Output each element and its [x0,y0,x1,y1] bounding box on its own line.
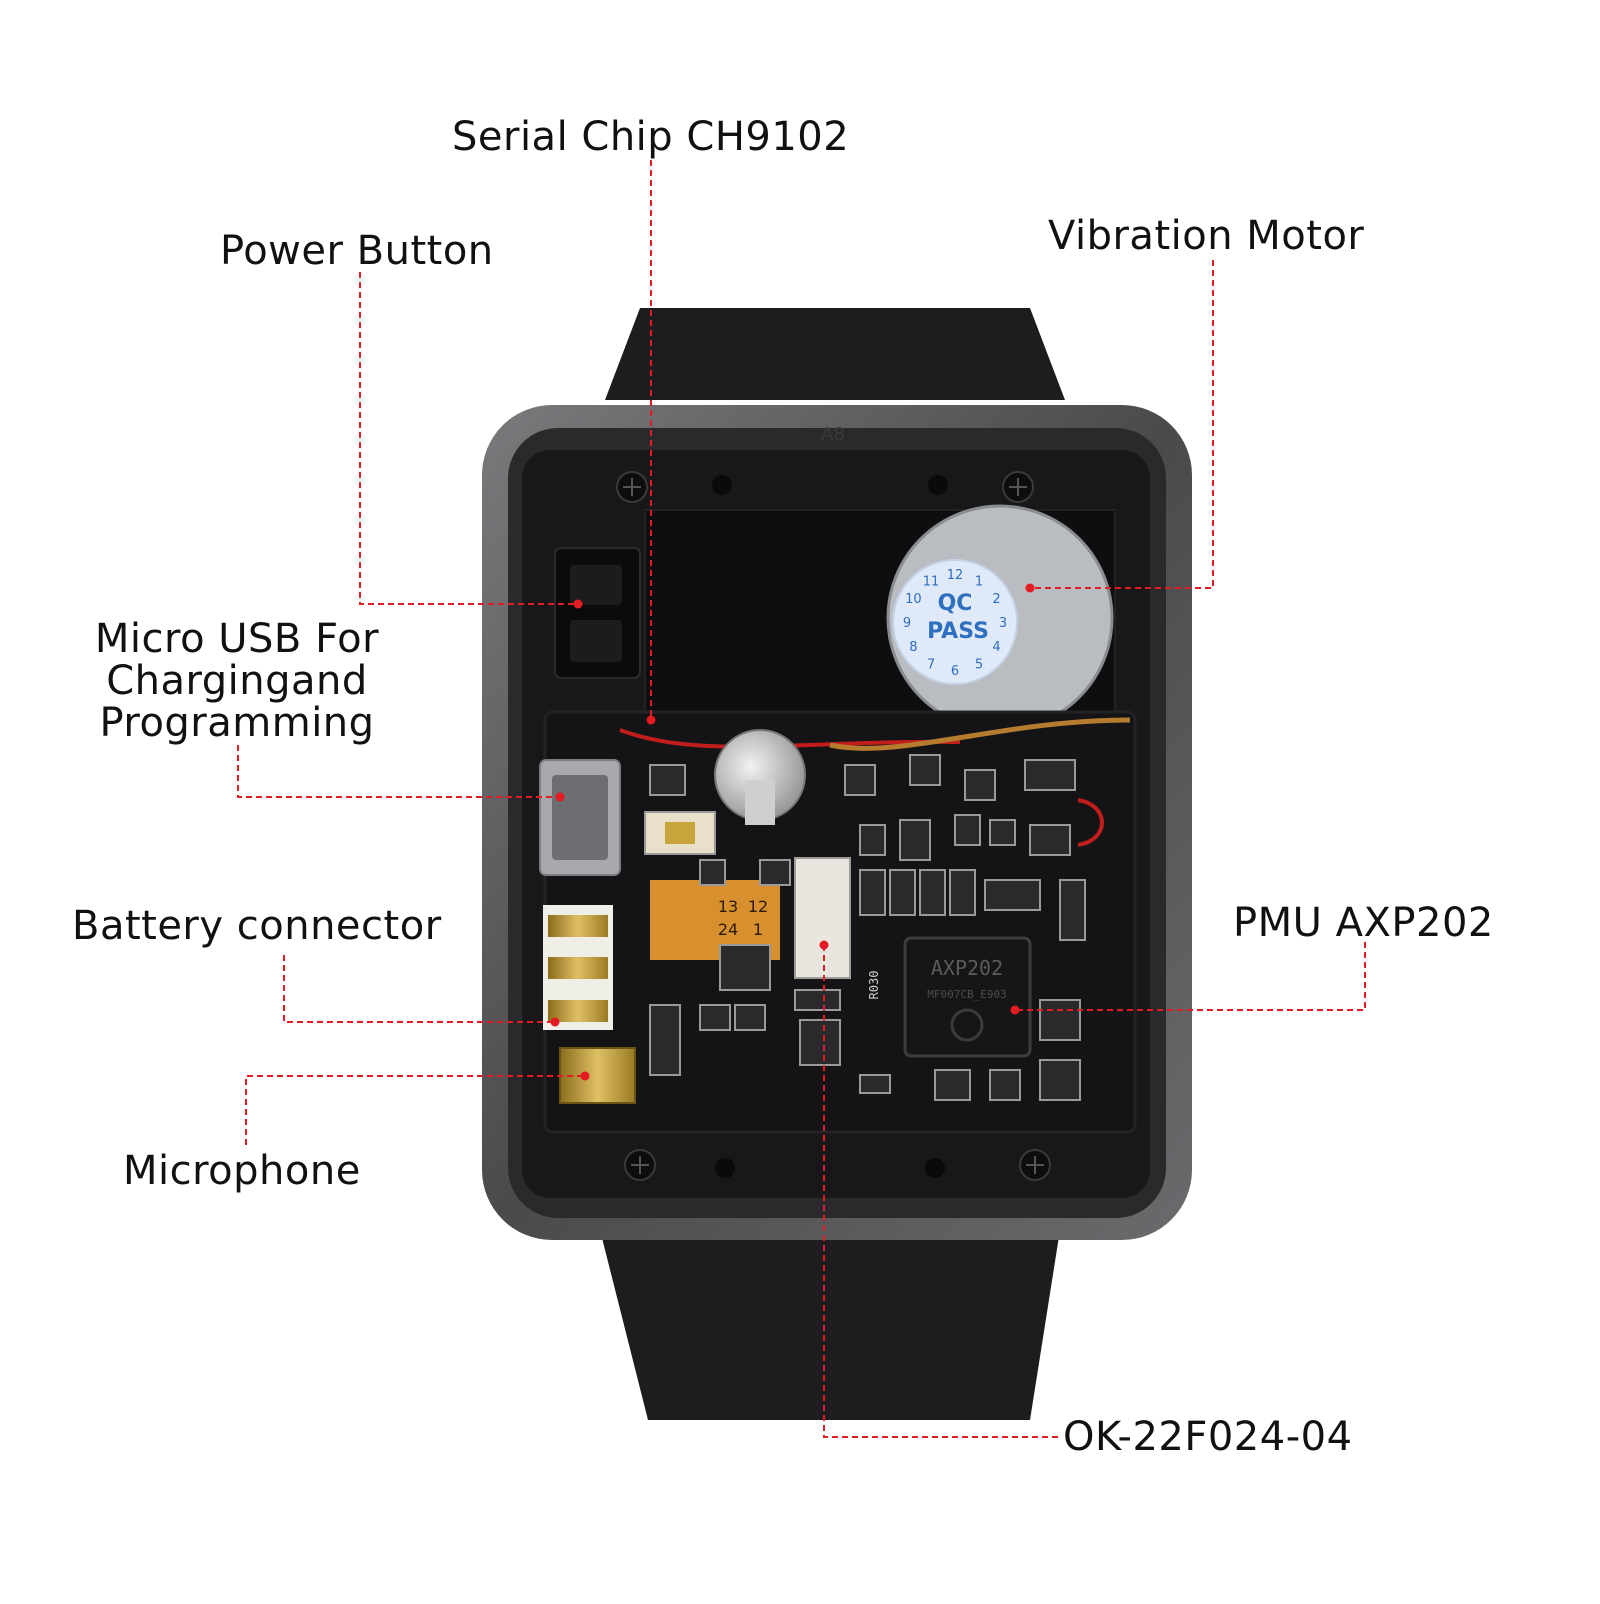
leader-battery-connector [283,955,555,1023]
label-microphone: Microphone [123,1148,361,1194]
motor-dial-number: 5 [975,658,983,673]
resistor-mark: R030 [867,971,881,1000]
smd-part [934,1069,971,1101]
flex-number: 24 [718,920,738,939]
svg-text:AXP202: AXP202 [931,956,1003,980]
leader-power-button [359,272,578,605]
motor-dial-number: 1 [975,574,983,589]
screw-icon [1002,471,1034,503]
leader-part-number-dot [819,940,829,950]
smd-part [719,944,771,991]
copper-wire [829,717,1131,751]
smd-part [649,764,686,796]
smd-part [989,1069,1021,1101]
motor-dial-number: 12 [947,568,964,583]
coin-cell [714,729,806,825]
mounting-hole [928,475,948,495]
smd-part [699,1004,731,1031]
motor-dial-number: 3 [999,616,1007,631]
flex-number: 13 [718,897,738,916]
leader-microphone [245,1075,585,1145]
tactile-switch [644,811,716,855]
smd-part [844,764,876,796]
label-vibration-motor: Vibration Motor [1048,213,1365,259]
leader-pmu-dot [1010,1005,1020,1015]
motor-dial-number: 9 [903,616,911,631]
label-serial-chip: Serial Chip CH9102 [452,114,850,160]
leader-micro-usb [237,745,560,798]
smd-part [1024,759,1076,791]
motor-dial-number: 2 [992,592,1000,607]
screw-icon [616,471,648,503]
screw-icon [1019,1149,1051,1181]
flex-number: 12 [748,897,768,916]
lower-strap [600,1230,1060,1420]
smd-part [989,819,1016,846]
smd-part [909,754,941,786]
smd-part [984,879,1041,911]
label-part-number: OK-22F024-04 [1063,1414,1353,1460]
smd-part [954,814,981,846]
leader-battery-connector-dot [550,1017,560,1027]
leader-part-number [823,945,1058,1438]
smd-part [899,819,931,861]
smd-part [859,824,886,856]
smd-part [1039,1059,1081,1101]
pmu-chip: AXP202 MF007CB_E903 [903,936,1032,1058]
svg-text:MF007CB_E903: MF007CB_E903 [927,988,1006,1001]
leader-lines [237,160,1366,1438]
micro-usb-port [539,759,621,876]
smd-part [949,869,976,916]
smd-part [1039,999,1081,1041]
smd-part [649,1004,681,1076]
svg-text:QC: QC [938,591,973,616]
label-battery-connector: Battery connector [72,903,442,949]
leader-serial-chip-dot [646,715,656,725]
motor-dial-number: 11 [923,574,940,589]
smd-part [1029,824,1071,856]
smd-part [919,869,946,916]
mounting-hole [712,475,732,495]
battery-connector-pins [543,905,613,1030]
smd-part [794,989,841,1011]
mounting-hole [715,1158,735,1178]
leader-micro-usb-dot [555,792,565,802]
label-micro-usb: Micro USB For Chargingand Programming [94,616,380,746]
flex-ribbon: 13 12 24 1 [650,880,780,960]
flex-number: 1 [753,920,763,939]
motor-dial-number: 6 [951,664,959,679]
leader-microphone-dot [580,1071,590,1081]
motor-dial-number: 7 [927,658,935,673]
leader-power-button-dot [573,599,583,609]
smd-part [759,859,791,886]
smd-part [889,869,916,916]
smd-part [1059,879,1086,941]
smd-part [859,1074,891,1094]
smd-part [699,859,726,886]
screw-icon [624,1149,656,1181]
leader-vibration-motor [1030,260,1214,589]
white-module [794,857,851,979]
motor-dial-number: 4 [992,640,1000,655]
motor-dial-number: 10 [905,592,922,607]
leader-pmu [1015,942,1366,1011]
smd-part [799,1019,841,1066]
label-pmu: PMU AXP202 [1233,900,1494,946]
case-mark: A8 [821,424,845,445]
mounting-hole [925,1158,945,1178]
label-power-button: Power Button [220,228,494,274]
svg-text:PASS: PASS [927,619,989,644]
smd-part [734,1004,766,1031]
leader-vibration-motor-dot [1025,583,1035,593]
upper-strap [605,308,1065,400]
motor-dial-number: 8 [909,640,917,655]
smd-part [859,869,886,916]
smd-part [964,769,996,801]
smd-components [649,754,1086,1101]
